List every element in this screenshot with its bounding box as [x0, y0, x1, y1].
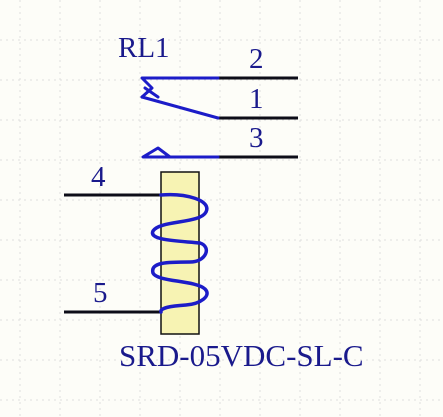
pin-5-number: 5 [93, 277, 108, 309]
part-number-label: SRD-05VDC-SL-C [119, 338, 364, 373]
pin-4-number: 4 [91, 161, 106, 193]
pin-3-number: 3 [249, 122, 264, 154]
pin-2-number: 2 [249, 43, 264, 75]
switch-arm [140, 95, 220, 120]
pin-1-number: 1 [249, 83, 264, 115]
coil-winding [151, 192, 209, 314]
designator-label: RL1 [118, 32, 170, 64]
switch-arm-pivot [143, 86, 160, 99]
normally-open-contact [141, 146, 220, 159]
